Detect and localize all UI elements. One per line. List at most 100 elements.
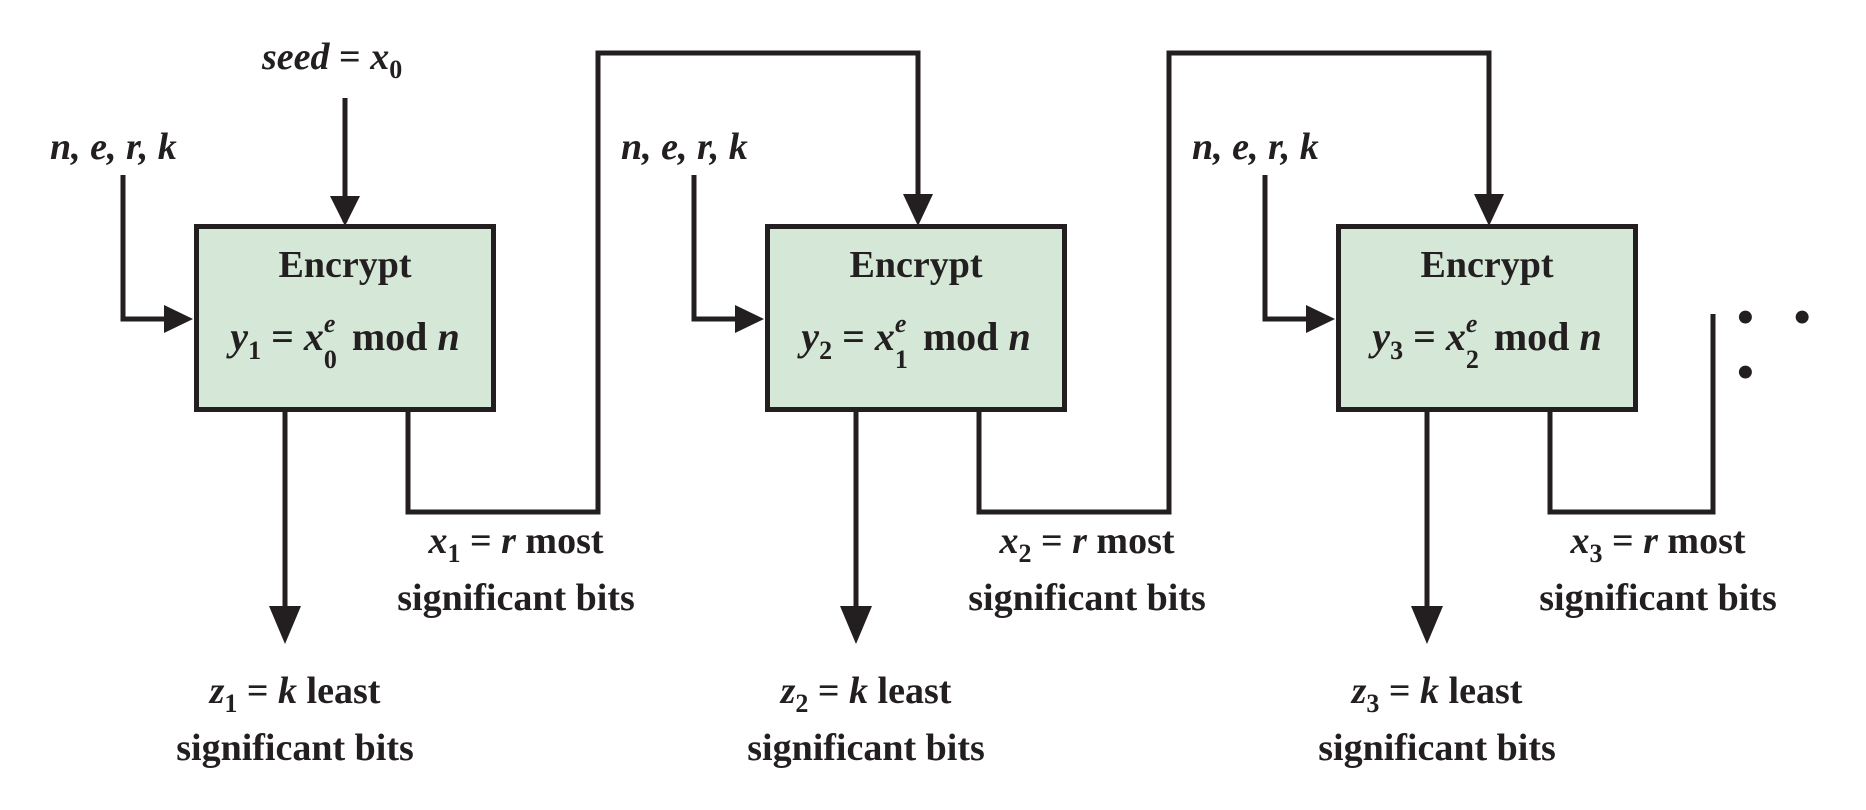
x3-eq: = bbox=[1611, 520, 1634, 562]
z-out-line1-3: z3 = k least bbox=[1297, 672, 1577, 717]
seed-sub: 0 bbox=[389, 55, 403, 84]
x2-r: r bbox=[1072, 520, 1087, 562]
z1-k: k bbox=[278, 670, 298, 712]
z2-sub: 2 bbox=[795, 689, 809, 718]
continuation-line bbox=[1547, 314, 1716, 515]
z-arrowhead-3 bbox=[1411, 606, 1443, 644]
seed-label: seed = x0 bbox=[262, 38, 402, 83]
z3-var: z bbox=[1351, 670, 1367, 712]
params-label-3: n, e, r, k bbox=[1192, 126, 1319, 168]
x2-sub: 2 bbox=[1018, 539, 1032, 568]
x3-sub: 3 bbox=[1589, 539, 1603, 568]
seed-var: x bbox=[370, 36, 390, 78]
eq3-eqsign: = bbox=[1413, 314, 1436, 359]
eq1-base-sub: 0 bbox=[323, 345, 337, 374]
x-out-line1-1: x1 = r most bbox=[376, 522, 656, 567]
z3-least: least bbox=[1448, 670, 1523, 712]
feedback-arrowhead-2 bbox=[1474, 194, 1504, 226]
x1-sub: 1 bbox=[447, 539, 461, 568]
x1-var: x bbox=[428, 520, 448, 562]
eq2-lhs-sub: 2 bbox=[819, 336, 833, 365]
encrypt-title-3: Encrypt bbox=[1420, 244, 1554, 286]
x-out-line2-3: significant bits bbox=[1539, 577, 1777, 619]
x2-eq: = bbox=[1040, 520, 1063, 562]
eq1-mod: mod bbox=[351, 314, 428, 359]
x1-r: r bbox=[501, 520, 516, 562]
x3-r: r bbox=[1643, 520, 1658, 562]
feedback-arrow-1 bbox=[405, 50, 921, 515]
z3-sub: 3 bbox=[1366, 689, 1380, 718]
encrypt-title-2: Encrypt bbox=[849, 244, 983, 286]
z2-eq: = bbox=[817, 670, 840, 712]
x2-most: most bbox=[1096, 520, 1175, 562]
eq2-lhs: y bbox=[801, 314, 820, 359]
params-arrow-1 bbox=[120, 175, 185, 322]
z-out-line2-3: significant bits bbox=[1318, 727, 1556, 769]
eq3-mod: mod bbox=[1493, 314, 1570, 359]
x-out-label-1: x1 = r most significant bits bbox=[376, 522, 656, 617]
params-label-1: n, e, r, k bbox=[50, 126, 177, 168]
feedback-arrow-2 bbox=[976, 50, 1492, 515]
eq1-lhs: y bbox=[230, 314, 249, 359]
params-arrow-2 bbox=[691, 175, 756, 322]
seed-text: seed bbox=[262, 36, 330, 78]
params-arrowhead-2 bbox=[735, 305, 764, 333]
eq1-base: x bbox=[303, 314, 324, 359]
eq2-eqsign: = bbox=[842, 314, 865, 359]
x3-most: most bbox=[1667, 520, 1746, 562]
z-out-label-2: z2 = k least significant bits bbox=[726, 672, 1006, 767]
eq2-exp: e bbox=[894, 309, 907, 338]
eq3-lhs: y bbox=[1372, 314, 1391, 359]
params-arrowhead-3 bbox=[1306, 305, 1335, 333]
x-out-label-2: x2 = r most significant bits bbox=[947, 522, 1227, 617]
x1-eq: = bbox=[469, 520, 492, 562]
x-out-line1-3: x3 = r most bbox=[1518, 522, 1798, 567]
params-label-2: n, e, r, k bbox=[621, 126, 748, 168]
x2-var: x bbox=[999, 520, 1019, 562]
eq1-exp: e bbox=[323, 309, 336, 338]
eq2-base-sub: 1 bbox=[894, 345, 908, 374]
feedback-arrowhead-1 bbox=[903, 194, 933, 226]
z1-eq: = bbox=[246, 670, 269, 712]
params-arrowhead-1 bbox=[164, 305, 193, 333]
eq3-base: x bbox=[1445, 314, 1466, 359]
x-out-line1-2: x2 = r most bbox=[947, 522, 1227, 567]
z3-eq: = bbox=[1388, 670, 1411, 712]
z3-k: k bbox=[1420, 670, 1440, 712]
eq1-lhs-sub: 1 bbox=[248, 336, 262, 365]
z-out-line1-2: z2 = k least bbox=[726, 672, 1006, 717]
x-out-line2-2: significant bits bbox=[968, 577, 1206, 619]
eq3-exp: e bbox=[1465, 309, 1478, 338]
continuation-dots: • • • bbox=[1737, 291, 1825, 399]
x3-var: x bbox=[1570, 520, 1590, 562]
x-out-line2-1: significant bits bbox=[397, 577, 635, 619]
eq3-lhs-sub: 3 bbox=[1390, 336, 1404, 365]
z2-k: k bbox=[849, 670, 869, 712]
z-out-line2-2: significant bits bbox=[747, 727, 985, 769]
z-out-label-3: z3 = k least significant bits bbox=[1297, 672, 1577, 767]
eq1-modvar: n bbox=[437, 314, 460, 359]
eq2-modvar: n bbox=[1008, 314, 1031, 359]
eq3-base-sub: 2 bbox=[1465, 345, 1479, 374]
x1-most: most bbox=[525, 520, 604, 562]
eq1-eqsign: = bbox=[271, 314, 294, 359]
params-arrow-3 bbox=[1262, 175, 1327, 322]
z-arrowhead-1 bbox=[269, 606, 301, 644]
x-out-label-3: x3 = r most significant bits bbox=[1518, 522, 1798, 617]
z-out-label-1: z1 = k least significant bits bbox=[155, 672, 435, 767]
z1-var: z bbox=[209, 670, 225, 712]
encrypt-title-1: Encrypt bbox=[278, 244, 412, 286]
z1-least: least bbox=[306, 670, 381, 712]
z-out-line2-1: significant bits bbox=[176, 727, 414, 769]
z1-sub: 1 bbox=[224, 689, 238, 718]
seed-arrowhead bbox=[330, 196, 360, 226]
z2-least: least bbox=[877, 670, 952, 712]
